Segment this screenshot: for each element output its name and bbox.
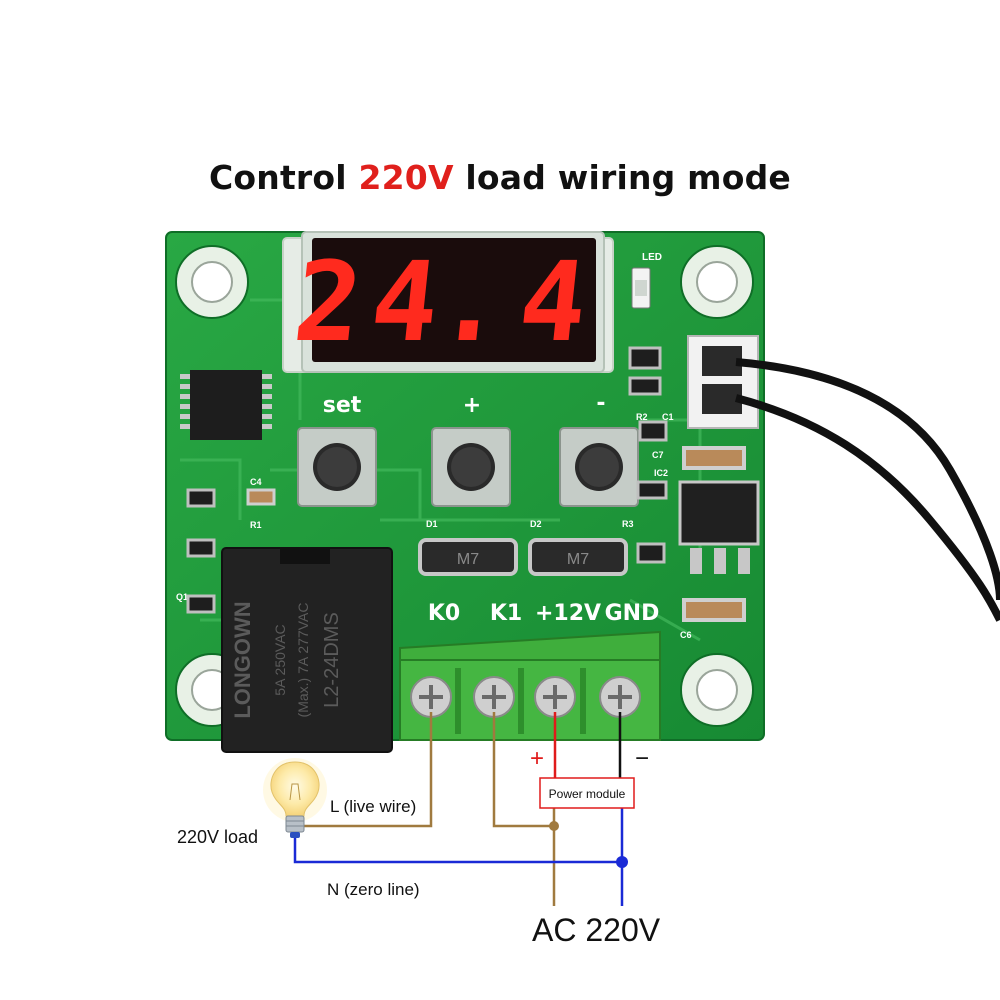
title-suffix: load wiring mode	[453, 158, 792, 197]
label-r3: R3	[622, 519, 634, 529]
sensor-connector	[687, 335, 1000, 622]
relay-rating-1: 5A 250VAC	[272, 624, 288, 695]
terminal-label-12v: +12V	[535, 601, 601, 626]
plus-button[interactable]	[431, 427, 511, 507]
power-module-label: Power module	[549, 787, 626, 801]
display-digit-1: 2	[288, 239, 368, 367]
label-d1: D1	[426, 519, 438, 529]
terminal-screw-k0[interactable]	[410, 676, 452, 718]
terminal-screw-k1[interactable]	[473, 676, 515, 718]
diode-d2-marking: M7	[567, 551, 589, 568]
load-label: 220V load	[177, 827, 259, 847]
light-bulb-icon	[263, 758, 327, 838]
terminal-label-gnd: GND	[605, 601, 660, 626]
relay-brand: LONGOWN	[230, 601, 255, 718]
diode-d1-marking: M7	[457, 551, 479, 568]
voltage-regulator	[678, 480, 760, 574]
relay-model: L2-24DMS	[321, 612, 343, 708]
terminal-label-k1: K1	[490, 601, 522, 626]
label-ic2: IC2	[654, 468, 668, 478]
minus-label: -	[596, 391, 605, 416]
terminal-screw-12v[interactable]	[534, 676, 576, 718]
label-c4: C4	[250, 477, 262, 487]
ac-voltage-label: AC 220V	[532, 912, 661, 948]
mount-hole-tl	[175, 245, 249, 319]
page-title: Control 220V load wiring mode	[0, 158, 1000, 197]
relay-rating-2: (Max.) 7A 277VAC	[295, 603, 311, 718]
terminal-label-k0: K0	[428, 601, 460, 626]
live-wire-k1	[492, 712, 554, 828]
set-label: set	[323, 393, 362, 418]
led-label: LED	[642, 252, 662, 263]
zero-line-label: N (zero line)	[327, 880, 420, 899]
title-voltage: 220V	[358, 158, 454, 197]
live-junction	[549, 821, 559, 831]
diode-d1: M7	[418, 538, 518, 576]
sensor-cable-2	[734, 394, 1000, 622]
relay: LONGOWN 5A 250VAC (Max.) 7A 277VAC L2-24…	[221, 547, 393, 753]
label-c1: C1	[662, 412, 674, 422]
mount-hole-br	[680, 653, 754, 727]
power-module: Power module	[539, 777, 635, 809]
status-led: LED	[631, 252, 662, 309]
terminal-screw-gnd[interactable]	[599, 676, 641, 718]
mount-hole-tr	[680, 245, 754, 319]
set-button[interactable]	[297, 427, 377, 507]
live-wire-label: L (live wire)	[330, 797, 417, 816]
title-prefix: Control	[208, 158, 359, 197]
minus-button[interactable]	[559, 427, 639, 507]
display-digit-3: 4	[513, 239, 593, 367]
sensor-cable-1	[735, 358, 1000, 601]
label-r2: R2	[636, 412, 648, 422]
diode-d2: M7	[528, 538, 628, 576]
neutral-wire	[293, 838, 622, 864]
smd-components	[186, 346, 746, 622]
seven-segment-display: 2 4. 4	[282, 231, 614, 373]
neutral-junction	[616, 856, 628, 868]
live-wire-k0	[300, 712, 433, 828]
label-c7: C7	[652, 450, 664, 460]
plus-label: +	[463, 393, 481, 418]
negative-sign: −	[635, 745, 649, 772]
display-digit-2: 4.	[365, 239, 511, 367]
label-r1: R1	[250, 520, 262, 530]
ic-chip	[180, 370, 272, 440]
label-d2: D2	[530, 519, 542, 529]
label-q1: Q1	[176, 592, 188, 602]
positive-sign: +	[530, 745, 544, 772]
label-c6: C6	[680, 630, 692, 640]
